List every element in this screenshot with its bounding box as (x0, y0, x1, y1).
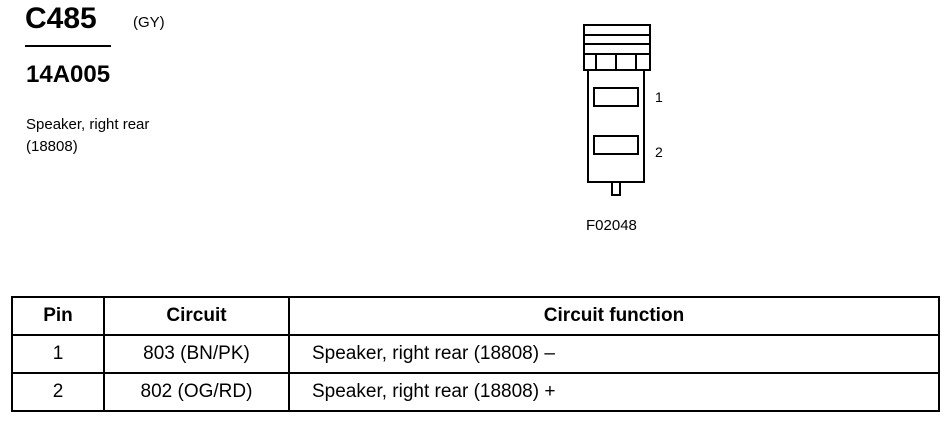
cell-circuit: 802 (OG/RD) (103, 372, 290, 412)
cell-function: Speaker, right rear (18808) – (288, 334, 940, 374)
table-header-row: Pin Circuit Circuit function (11, 296, 940, 336)
part-number: 14A005 (26, 61, 111, 88)
pin-table: Pin Circuit Circuit function 1 803 (BN/P… (11, 296, 940, 412)
connector-id: C485 (25, 2, 97, 35)
table-row: 2 802 (OG/RD) Speaker, right rear (18808… (11, 372, 940, 412)
header-pin: Pin (11, 296, 105, 336)
cell-pin: 1 (11, 334, 105, 374)
connector-tab (611, 181, 621, 196)
figure-code: F02048 (586, 217, 637, 234)
header-function: Circuit function (288, 296, 940, 336)
pin-label-2: 2 (655, 144, 663, 160)
connector-diagram: 1 2 (583, 24, 663, 196)
cell-pin: 2 (11, 372, 105, 412)
description-line-1: Speaker, right rear (26, 116, 150, 133)
connector-description: Speaker, right rear (18808) (26, 114, 149, 158)
cell-circuit: 803 (BN/PK) (103, 334, 290, 374)
pin-cavity-1 (593, 87, 639, 107)
connector-color-code: (GY) (133, 14, 165, 31)
title-underline (25, 45, 111, 47)
connector-body (587, 69, 645, 183)
pin-cavity-2 (593, 135, 639, 155)
pin-label-1: 1 (655, 89, 663, 105)
table-row: 1 803 (BN/PK) Speaker, right rear (18808… (11, 334, 940, 374)
cell-function: Speaker, right rear (18808) + (288, 372, 940, 412)
description-line-2: (18808) (26, 138, 78, 155)
header-circuit: Circuit (103, 296, 290, 336)
